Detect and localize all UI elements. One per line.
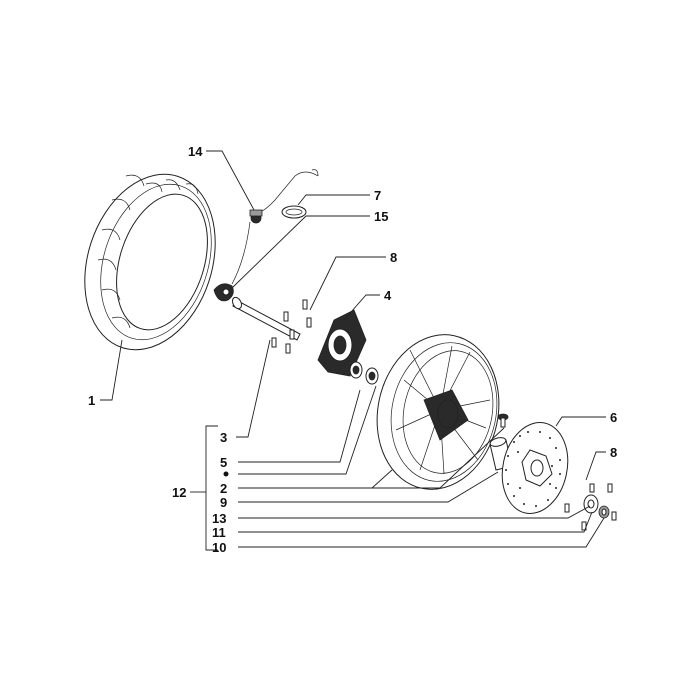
callout-9: 9 — [220, 495, 227, 510]
callout-7: 7 — [374, 188, 381, 203]
screws-set-a — [271, 299, 312, 354]
tyre — [84, 173, 216, 351]
callout-6: 6 — [610, 410, 617, 425]
brake-disc — [501, 422, 569, 514]
bearings — [349, 361, 379, 385]
leader-lines — [100, 150, 606, 551]
callout-2: 2 — [220, 481, 227, 496]
callout-8-right: 8 — [610, 445, 617, 460]
callout-10: 10 — [212, 540, 226, 555]
callout-8-top: 8 — [390, 250, 397, 265]
callout-14: 14 — [188, 144, 203, 159]
retaining-clip — [281, 205, 307, 219]
axle — [231, 296, 301, 341]
callout-labels: 1 14 7 15 8 4 3 6 8 5 2 9 13 11 10 12 — [88, 144, 617, 555]
callout-12: 12 — [172, 485, 186, 500]
callout-11: 11 — [212, 525, 226, 540]
rim-screw — [497, 413, 509, 428]
valve-sensor — [213, 283, 234, 302]
drive-flange — [317, 309, 367, 377]
callout-4: 4 — [384, 288, 392, 303]
nut — [598, 505, 610, 519]
washer — [583, 494, 599, 514]
callout-3: 3 — [220, 430, 227, 445]
valve-cable-assembly — [231, 169, 319, 285]
callout-1: 1 — [88, 393, 95, 408]
screws-set-b — [564, 483, 617, 531]
callout-5: 5 — [220, 455, 227, 470]
callout-15: 15 — [374, 209, 388, 224]
callout-13: 13 — [212, 511, 226, 526]
wheel-rim — [376, 334, 500, 490]
bullet-marker — [223, 471, 229, 477]
